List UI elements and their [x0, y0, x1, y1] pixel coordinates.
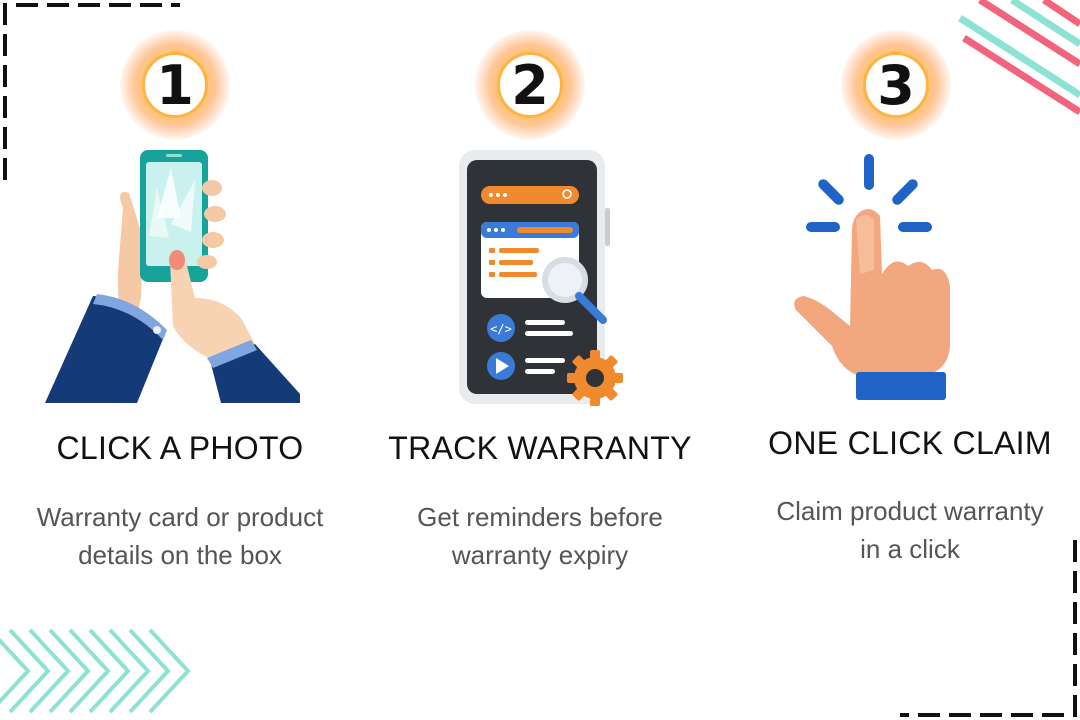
step-click-a-photo: 1 CLICK A PHOTO Warranty card or product…: [0, 0, 360, 720]
step-number: 1: [156, 54, 194, 117]
step-description: Get reminders before warranty expiry: [360, 498, 720, 574]
step-track-warranty: 2 </>: [360, 0, 720, 720]
phone-app-magnifier-gear-icon: </>: [459, 150, 623, 406]
description-line: in a click: [860, 534, 960, 564]
step-number: 3: [877, 54, 915, 117]
step-description: Claim product warranty in a click: [730, 492, 1080, 568]
striped-corner-top-right: [958, 0, 1080, 115]
step-title: TRACK WARRANTY: [388, 430, 692, 466]
dashed-corner-bottom-right: [900, 540, 1077, 717]
tapping-finger-icon: [794, 154, 950, 400]
description-line: Claim product warranty: [776, 496, 1044, 526]
step-number-badge: 3: [841, 30, 951, 140]
phone-in-hand-icon: [45, 150, 300, 403]
svg-text:</>: </>: [490, 322, 512, 336]
step-number-badge: 2: [475, 30, 585, 140]
dashed-corner-top-left: [3, 3, 180, 180]
step-one-click-claim: 3 ONE CLICK CLAIM Claim product warranty…: [730, 0, 1080, 720]
step-description: Warranty card or product details on the …: [0, 498, 360, 574]
chevron-pattern-bottom-left: [0, 628, 191, 714]
step-title: CLICK A PHOTO: [56, 430, 304, 466]
description-line: details on the box: [78, 540, 282, 570]
description-line: Warranty card or product: [36, 502, 324, 532]
description-line: warranty expiry: [451, 540, 629, 570]
step-number-badge: 1: [120, 30, 230, 140]
step-number: 2: [511, 54, 549, 117]
step-title: ONE CLICK CLAIM: [768, 425, 1052, 461]
description-line: Get reminders before: [417, 502, 663, 532]
